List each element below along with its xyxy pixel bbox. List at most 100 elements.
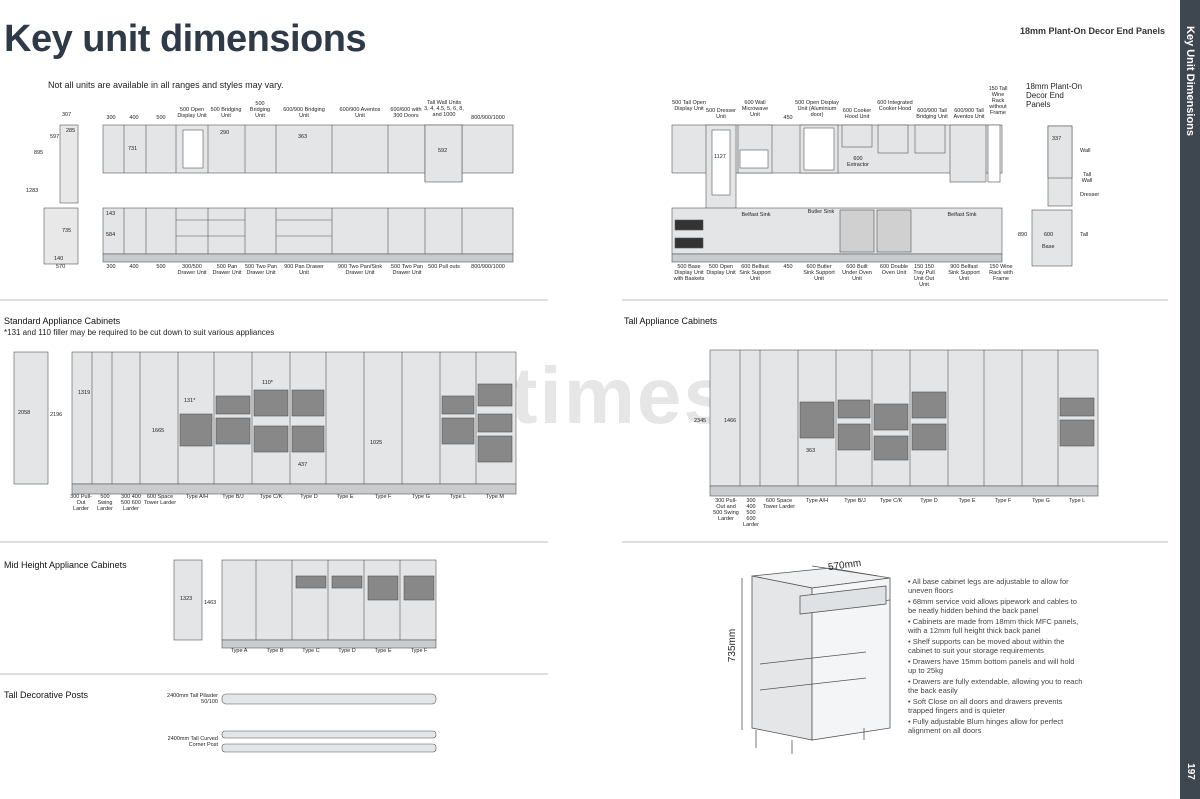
- dim-label: 2196: [50, 412, 63, 418]
- tall-label: Type B/J: [844, 498, 866, 504]
- dim-label: 363: [298, 134, 308, 140]
- tall-base-label: 600 Built Under Oven Unit: [842, 264, 872, 282]
- base-run: [102, 207, 514, 255]
- dim-label: 290: [220, 130, 230, 136]
- dim-label: 143: [106, 211, 116, 217]
- wall-units-elevation: [43, 124, 514, 265]
- tall-label: Type G: [1032, 498, 1050, 504]
- base-label: 800/900/1000: [471, 264, 505, 270]
- dim-label: 584: [106, 232, 116, 238]
- standard-label: Type F: [374, 494, 392, 500]
- tall-unit-label: 450: [783, 115, 793, 121]
- tall-base-label: 150 Wine Rack with Frame: [989, 264, 1013, 282]
- tall-label: Type D: [920, 498, 938, 504]
- end-panels-title: 18mm Plant-On Decor End Panels: [1026, 82, 1083, 109]
- base-label: 500 Two Pan Drawer Unit: [244, 264, 277, 276]
- tall-unit-label: 500 Open Display Unit (Aluminium door): [795, 100, 839, 118]
- standard-label: 300 400 500 600 Larder: [121, 494, 141, 512]
- standard-section-note: *131 and 110 filler may be required to b…: [4, 328, 275, 337]
- tall-base-label: 150 150 Tray Pull Unit Out Unit: [913, 264, 935, 288]
- tall-unit-label: 600/900 Tall Bridging Unit: [916, 108, 948, 120]
- tall-base-label: 500 Base Display Unit with Baskets: [673, 264, 705, 282]
- tall-unit-label: 500 Tall Open Display Unit: [672, 100, 706, 112]
- dim-label: 110*: [262, 380, 273, 386]
- dim-label: 2345: [694, 418, 707, 424]
- dim-label: 735: [62, 228, 72, 234]
- base-label: 900 Pan Drawer Unit: [284, 264, 324, 276]
- standard-label: Type L: [449, 494, 467, 500]
- feature-item: • Cabinets are made from 18mm thick MFC …: [908, 617, 1079, 635]
- wall-label: 600/600 with 300 Doors: [390, 107, 422, 119]
- tall-units-elevation: [671, 124, 1073, 267]
- wall-label: 500 Open Display Unit: [177, 107, 207, 119]
- carcass-isometric: [741, 565, 891, 754]
- tall-unit-label: 600 Integrated Cooker Hood: [877, 100, 913, 112]
- tall-label: 300 Pull-Out and 500 Swing Larder: [713, 498, 739, 522]
- standard-appliance-diagram: [13, 351, 517, 495]
- tall-label: Type L: [1068, 498, 1086, 504]
- wall-label: 500 Bridging Unit: [249, 101, 271, 119]
- feature-item: • Drawers have 15mm bottom panels and wi…: [908, 657, 1075, 675]
- tall-base-label: 600 Double Oven Unit: [879, 264, 909, 276]
- standard-label: Type D: [300, 494, 318, 500]
- end-panel-base: Base: [1042, 244, 1055, 250]
- dim-label: 1319: [78, 390, 91, 396]
- wall-label: 800/900/1000: [471, 115, 505, 121]
- base-label: 500: [156, 264, 166, 270]
- standard-label: 600 Space Tower Larder: [143, 494, 177, 506]
- mid-label: Type E: [374, 648, 392, 654]
- tall-base-label: 900 Belfast Sink Support Unit: [948, 264, 980, 282]
- dim-label: 140: [54, 256, 64, 262]
- standard-section-title: Standard Appliance Cabinets: [4, 316, 121, 326]
- posts-diagram: [221, 693, 437, 753]
- dim-label: 131*: [184, 398, 196, 404]
- standard-label: Type B/J: [222, 494, 244, 500]
- standard-label: Type M: [485, 494, 505, 500]
- tall-label: Type C/K: [879, 498, 903, 504]
- tall-base-label: 600 Belfast Sink Support Unit: [739, 264, 771, 282]
- tall-label: Type A/H: [805, 498, 829, 504]
- tall-unit-label: 600 Cooker Hood Unit: [842, 108, 872, 120]
- end-panel-tallwall: Tall Wall: [1081, 172, 1093, 184]
- page-title: Key unit dimensions: [4, 18, 367, 60]
- dim-label: 437: [298, 462, 308, 468]
- tall-unit-label: 600/900 Tall Aventos Unit: [953, 108, 985, 120]
- wall-label: 500 Bridging Unit: [210, 107, 242, 119]
- post-label-corner: 2400mm Tall Curved Corner Post: [167, 736, 218, 748]
- tall-label: 300 400 500 600 Larder: [743, 498, 759, 528]
- tall-base-label: 500 Open Display Unit: [706, 264, 736, 276]
- wall-label: 600/900 Aventos Unit: [339, 107, 381, 119]
- wall-label: Tall Wall Units 3, 4, 4.5, 5, 6, 8, and …: [424, 100, 464, 118]
- tall-section-title: Tall Appliance Cabinets: [624, 316, 718, 326]
- tall-label: Type E: [958, 498, 976, 504]
- base-label: 300: [106, 264, 116, 270]
- wall-label: 500: [156, 115, 166, 121]
- post-label-pilaster: 2400mm Tall Pilaster 50/100: [167, 693, 218, 705]
- tall-appliance-diagram: [709, 349, 1099, 497]
- base-label: 300/500 Drawer Unit: [177, 264, 207, 276]
- mid-height-diagram: [173, 559, 437, 649]
- posts-section-title: Tall Decorative Posts: [4, 690, 89, 700]
- standard-label: Type G: [412, 494, 430, 500]
- standard-label: 300 Pull-Out Larder: [70, 494, 92, 512]
- mid-label: Type F: [410, 648, 428, 654]
- availability-note: Not all units are available in all range…: [48, 80, 284, 90]
- feature-item: • 68mm service void allows pipework and …: [908, 597, 1077, 615]
- dim-label: 307: [62, 112, 72, 118]
- base-side-profile: [43, 207, 79, 265]
- dim-label: 1463: [204, 600, 217, 606]
- base-label: 500 Pull outs: [428, 264, 460, 270]
- wall-label: 400: [129, 115, 139, 121]
- mid-label: Type B: [266, 648, 284, 654]
- end-panel-w337: 337: [1052, 136, 1062, 142]
- dim-label: 1025: [370, 440, 383, 446]
- dim-label: 731: [128, 146, 138, 152]
- standard-label: Type A/H: [185, 494, 209, 500]
- tall-label: Type F: [994, 498, 1012, 504]
- mid-label: Type D: [338, 648, 356, 654]
- mid-label: Type C: [302, 648, 320, 654]
- tall-unit-label: 500 Dresser Unit: [706, 108, 736, 120]
- standard-label: 500 Swing Larder: [97, 494, 113, 512]
- feature-item: • Fully adjustable Blum hinges allow for…: [908, 717, 1064, 735]
- dim-label: 1127: [714, 154, 726, 160]
